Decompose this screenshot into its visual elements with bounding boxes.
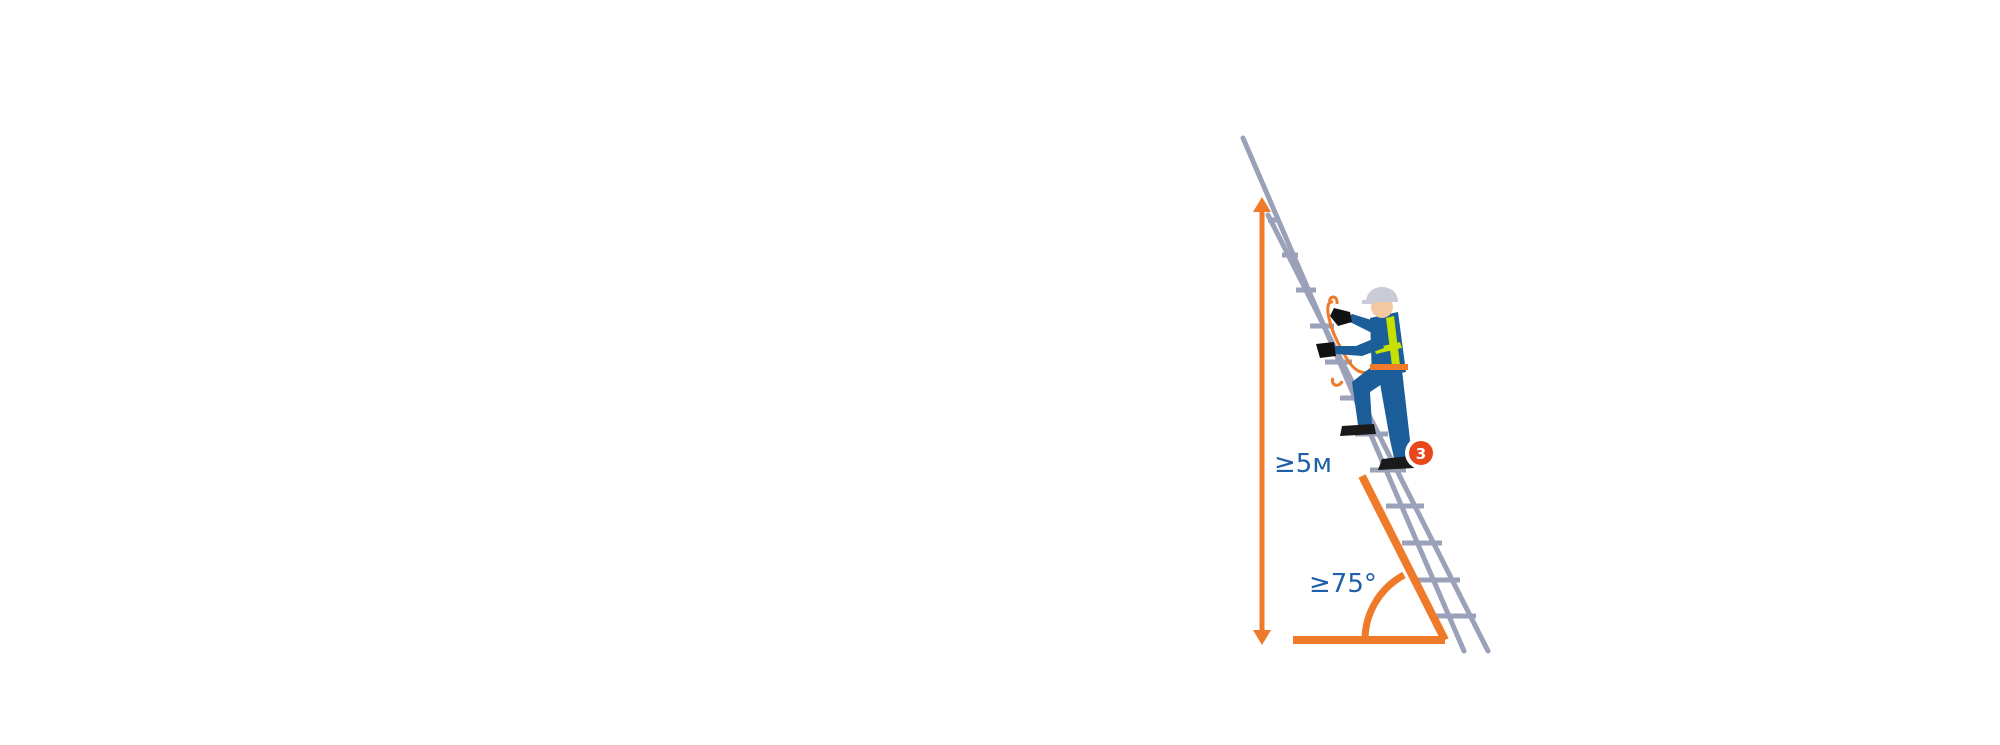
height-label: ≥5м <box>1274 449 1332 479</box>
worker-harness <box>1370 364 1408 370</box>
height-dimension-arrow <box>1253 197 1271 645</box>
marker-badge: 3 <box>1405 437 1437 469</box>
angle-label: ≥75° <box>1309 569 1377 599</box>
worker-vest <box>1386 316 1400 366</box>
ladder-rail-left <box>1240 135 1467 654</box>
worker-leg-front <box>1378 370 1410 458</box>
worker-arm-upper <box>1346 314 1378 334</box>
ladder <box>1240 135 1491 654</box>
worker-glove-upper <box>1330 308 1352 326</box>
angle-leg <box>1358 474 1449 642</box>
marker-number: 3 <box>1416 445 1426 463</box>
lanyard-hook <box>1328 295 1339 305</box>
worker-glove-lower <box>1316 342 1336 358</box>
ladder-rungs <box>1268 217 1476 619</box>
worker-leg-back <box>1352 368 1388 425</box>
worker-boot-front <box>1378 456 1414 470</box>
arrow-head-down <box>1253 630 1271 645</box>
angle-arc <box>1361 571 1406 641</box>
arrow-head-up <box>1253 197 1271 212</box>
worker-arm-lower <box>1334 336 1384 356</box>
worker-boot-back <box>1340 424 1376 436</box>
worker-helmet <box>1366 287 1398 302</box>
worker-figure <box>1316 287 1414 470</box>
angle-indicator <box>1293 474 1449 644</box>
